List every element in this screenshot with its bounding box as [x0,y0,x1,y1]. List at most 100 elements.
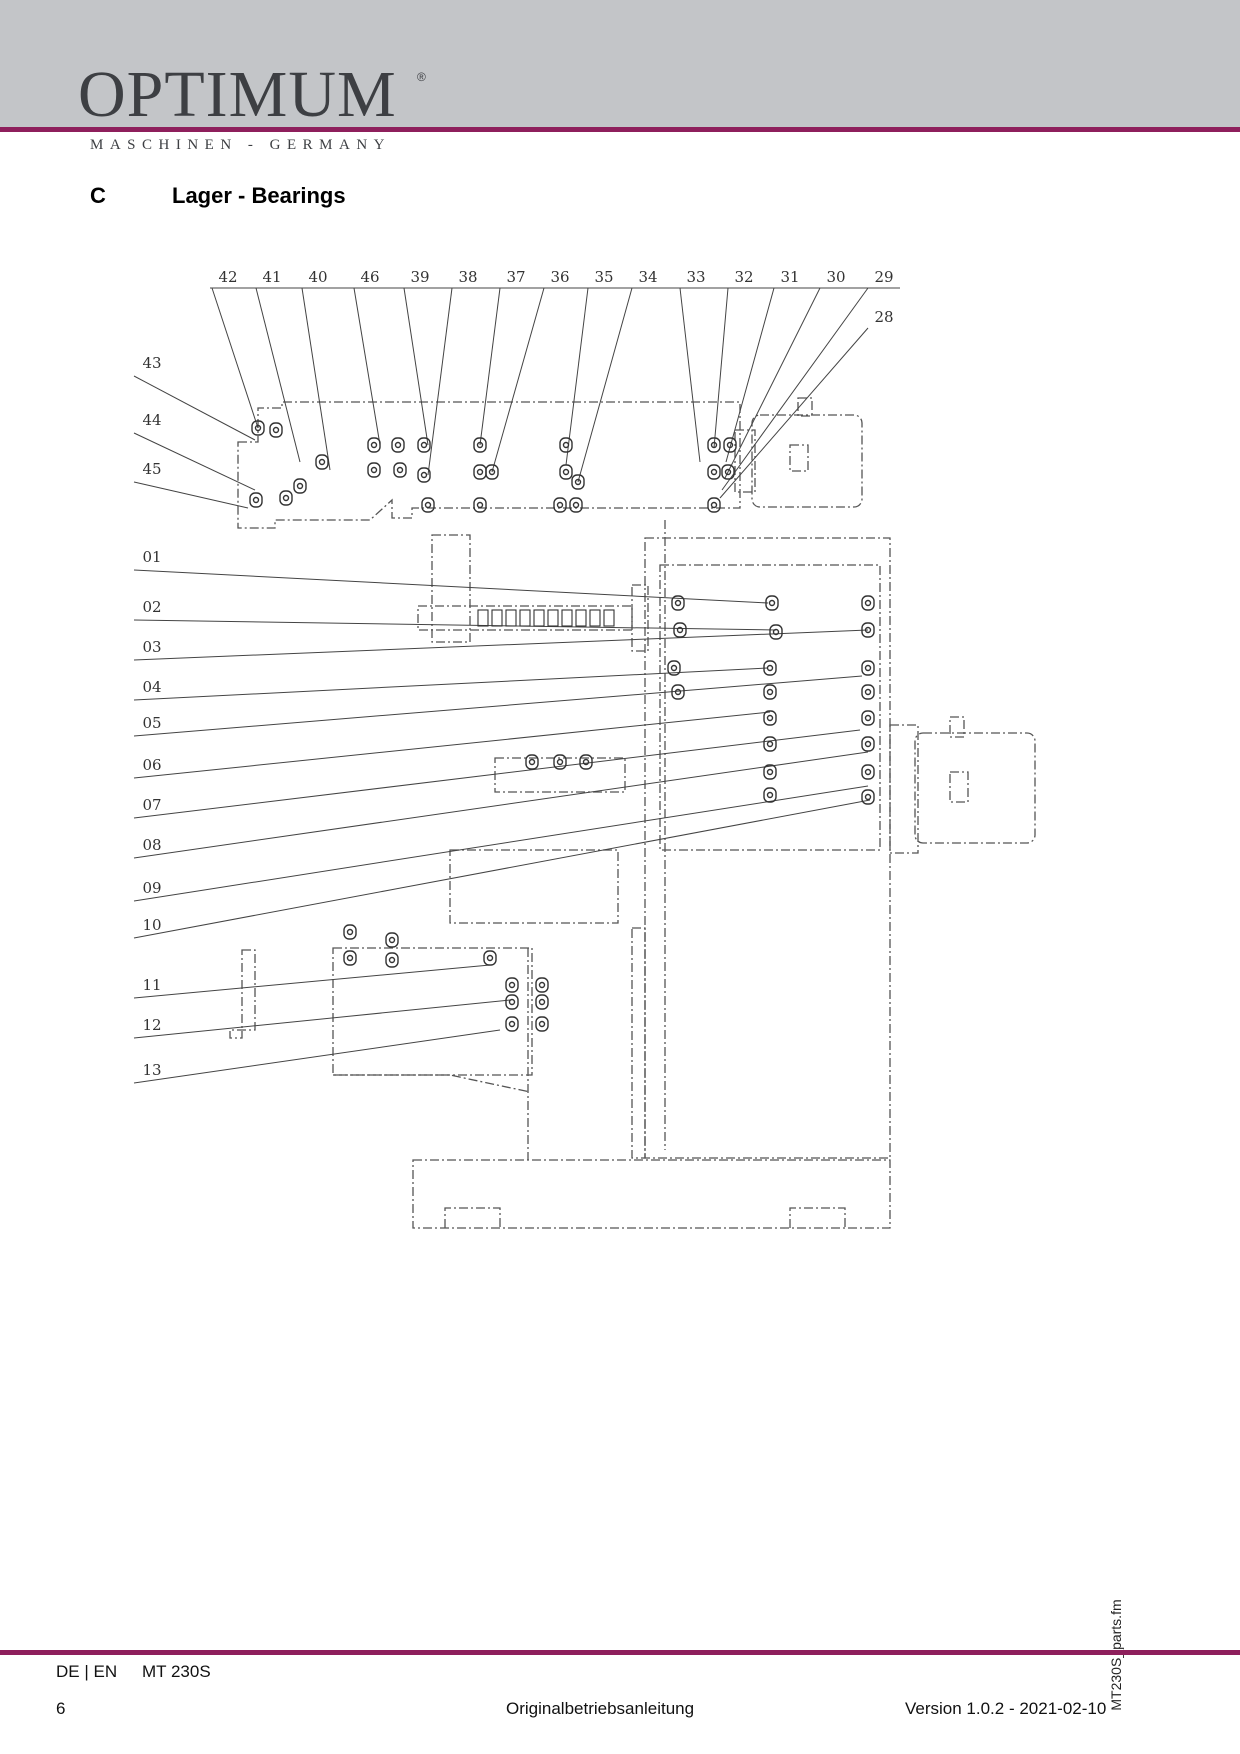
callout-label: 31 [780,268,799,286]
bearing-bore [766,664,774,672]
bearing-bore [272,426,280,434]
bearing-bore [864,793,872,801]
leader-line [133,1029,501,1084]
registered-mark: ® [417,70,426,84]
leader-line [133,729,861,819]
callout-label: 40 [308,268,327,286]
leader-line [133,785,869,902]
brand-tagline: MASCHINEN - GERMANY [90,137,392,153]
document-type: Originalbetriebsanleitung [506,1699,695,1718]
bearing-glyph [569,497,583,513]
footer-model: MT 230S [142,1662,211,1681]
bearing-glyph [861,789,875,805]
callout-label: 13 [142,1061,161,1079]
section-title: Lager - Bearings [172,183,346,208]
leader-line [133,629,869,661]
spindle-segment [603,609,615,627]
bearing-bore [508,1020,516,1028]
bearing-glyph [861,736,875,752]
bearing-bore [556,501,564,509]
bearing-bore [420,471,428,479]
leader-line [577,287,633,483]
callout-label: 07 [142,796,161,814]
bearing-glyph [861,710,875,726]
leader-line [491,287,545,473]
spindle-segment [575,609,587,627]
bearing-glyph [473,437,487,453]
leader-line [719,327,869,499]
leader-line [133,667,769,701]
bearing-glyph [707,464,721,480]
bearing-bore [726,441,734,449]
spindle-segment [589,609,601,627]
bearing-glyph [251,420,265,436]
bearing-glyph [861,660,875,676]
bearing-bore [346,954,354,962]
bearing-bore [562,468,570,476]
leader-line [133,751,869,859]
bearing-bore [766,740,774,748]
bearing-glyph [343,924,357,940]
bearing-glyph [483,950,497,966]
bearing-bore [282,494,290,502]
bearing-glyph [279,490,293,506]
bearing-glyph [763,787,777,803]
leader-line [133,964,491,999]
bearing-glyph [673,622,687,638]
leader-line [133,619,777,631]
leader-line [133,432,256,491]
bearing-glyph [579,754,593,770]
bearing-bore [370,466,378,474]
source-file-note: MT230S_parts.fm [1108,1599,1124,1711]
bearing-glyph [763,736,777,752]
callout-label: 08 [142,836,161,854]
callout-label: 32 [734,268,753,286]
bearing-bore [766,714,774,722]
leader-line [255,287,301,463]
bearing-glyph [763,764,777,780]
bearing-bore [528,758,536,766]
leader-line [133,569,769,604]
spindle-segment [477,609,489,627]
bearing-bore [424,501,432,509]
bearing-glyph [861,684,875,700]
header-accent-rule [0,127,1240,132]
bearing-bore [394,441,402,449]
callout-label: 06 [142,756,161,774]
leader-line [133,481,249,509]
leader-line [713,287,729,449]
bearing-glyph [417,467,431,483]
leader-line [133,375,256,441]
bearing-bore [572,501,580,509]
bearing-bore [508,981,516,989]
callout-label: 02 [142,598,161,616]
bearing-bore [420,441,428,449]
bearing-glyph [417,437,431,453]
bearing-glyph [553,754,567,770]
callout-label: 01 [142,548,161,566]
callout-label: 39 [410,268,429,286]
bearing-glyph [553,497,567,513]
bearing-bore [676,626,684,634]
leader-line [211,287,259,429]
callout-label: 11 [142,976,161,994]
bearing-bore [710,501,718,509]
bearing-bore [766,768,774,776]
bearing-glyph [535,1016,549,1032]
bearing-glyph [421,497,435,513]
section-letter: C [90,183,106,208]
bearing-glyph [765,595,779,611]
spindle-segment [505,609,517,627]
callout-label: 34 [638,268,657,286]
leader-line [679,287,701,463]
bearing-bore [538,981,546,989]
callout-label: 03 [142,638,161,656]
bearing-glyph [769,624,783,640]
callout-label: 33 [686,268,705,286]
callout-label: 44 [142,411,161,429]
bearing-bore [864,664,872,672]
callout-label: 38 [458,268,477,286]
bearing-glyph [391,437,405,453]
bearing-bore [574,478,582,486]
